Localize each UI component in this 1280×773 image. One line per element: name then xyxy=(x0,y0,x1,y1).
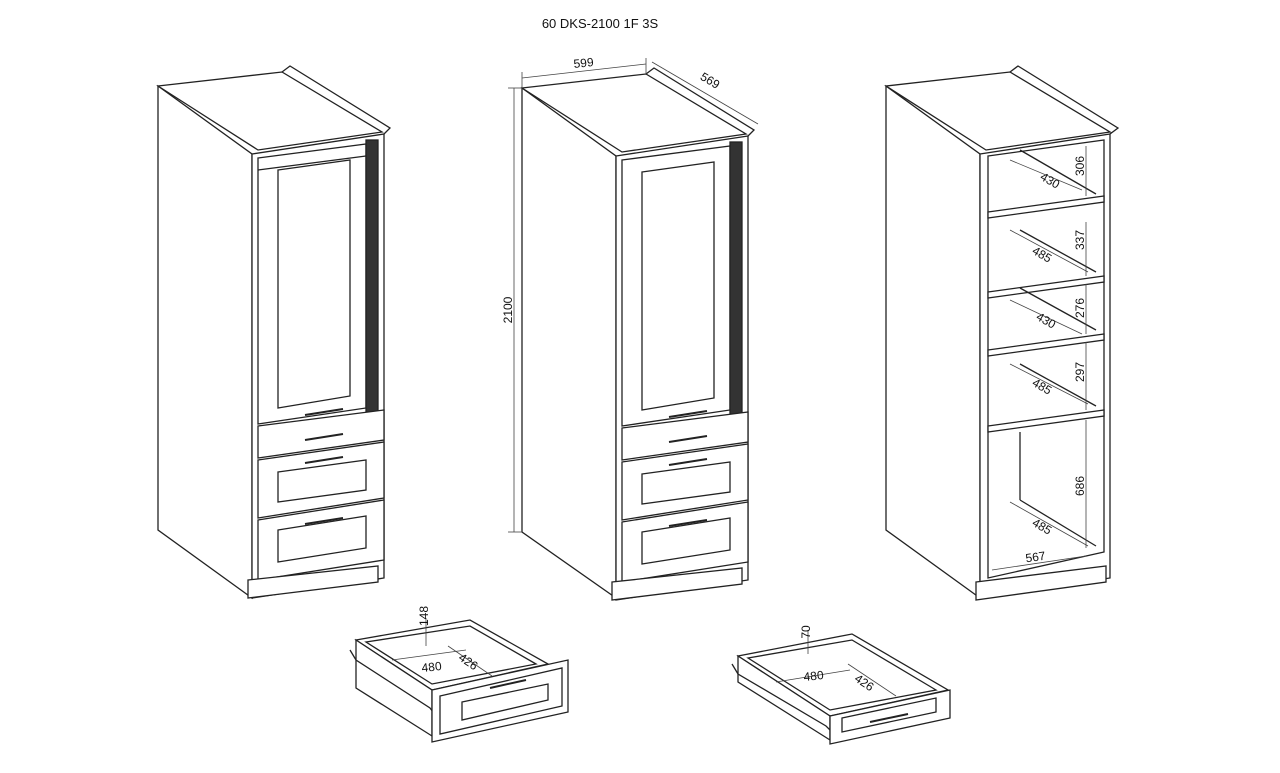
cabinet-front-view xyxy=(156,65,392,600)
cabinet-side-panel xyxy=(157,84,253,600)
drawer-handle xyxy=(668,435,708,443)
cabinet-top-panel xyxy=(884,71,1112,151)
drawer-handle xyxy=(304,433,344,441)
cabinet-side-panel xyxy=(885,84,981,600)
cabinet-dimensioned-view: 2100 599 569 xyxy=(501,55,759,601)
shelf-height-label: 306 xyxy=(1073,156,1087,176)
drawer-handle xyxy=(304,517,344,525)
cabinet-plinth xyxy=(611,567,743,601)
width-dimension-line xyxy=(521,63,647,79)
shelf xyxy=(987,333,1105,357)
depth-label: 569 xyxy=(698,69,723,91)
cabinet-open-front xyxy=(979,133,1111,599)
cabinet-top-panel xyxy=(520,73,748,153)
drawer-handle xyxy=(869,713,909,723)
drawer-height-label: 148 xyxy=(417,606,431,626)
drawer-front xyxy=(257,409,385,459)
drawer-large-view: 148 480 426 xyxy=(349,606,569,743)
shelf xyxy=(987,195,1105,219)
cabinet-side-panel xyxy=(521,86,617,600)
shelf-height-label: 337 xyxy=(1073,230,1087,250)
drawer-small-view: 70 480 426 xyxy=(731,625,951,745)
width-label: 599 xyxy=(573,55,595,71)
shelf xyxy=(987,409,1105,433)
drawer-length-label: 480 xyxy=(421,659,443,675)
height-label: 2100 xyxy=(501,296,515,323)
drawer-length-label: 480 xyxy=(803,668,825,684)
shelf xyxy=(987,275,1105,299)
drawer-handle xyxy=(304,456,344,464)
depth-dimension-line xyxy=(651,61,759,125)
shelf-height-label: 276 xyxy=(1073,298,1087,318)
drawer-front xyxy=(621,443,749,521)
drawer-handle xyxy=(304,408,344,416)
shelf-height-label: 297 xyxy=(1073,362,1087,382)
drawer-handle xyxy=(668,458,708,466)
drawer-handle xyxy=(668,519,708,527)
cabinet-plinth xyxy=(247,565,379,599)
drawer-handle xyxy=(668,410,708,418)
bottom-width-label: 567 xyxy=(1025,549,1047,566)
model-title: 60 DKS-2100 1F 3S xyxy=(541,16,659,31)
drawer-handle xyxy=(489,679,527,689)
drawer-front xyxy=(621,411,749,461)
cabinet-plinth xyxy=(975,565,1107,601)
cabinet-interior-view: 430 485 430 485 485 306 337 276 297 686 … xyxy=(884,65,1120,601)
drawer-front xyxy=(257,441,385,519)
drawer-height-label: 70 xyxy=(799,625,813,639)
bottom-height-label: 686 xyxy=(1073,476,1087,496)
cabinet-top-panel xyxy=(156,71,384,151)
